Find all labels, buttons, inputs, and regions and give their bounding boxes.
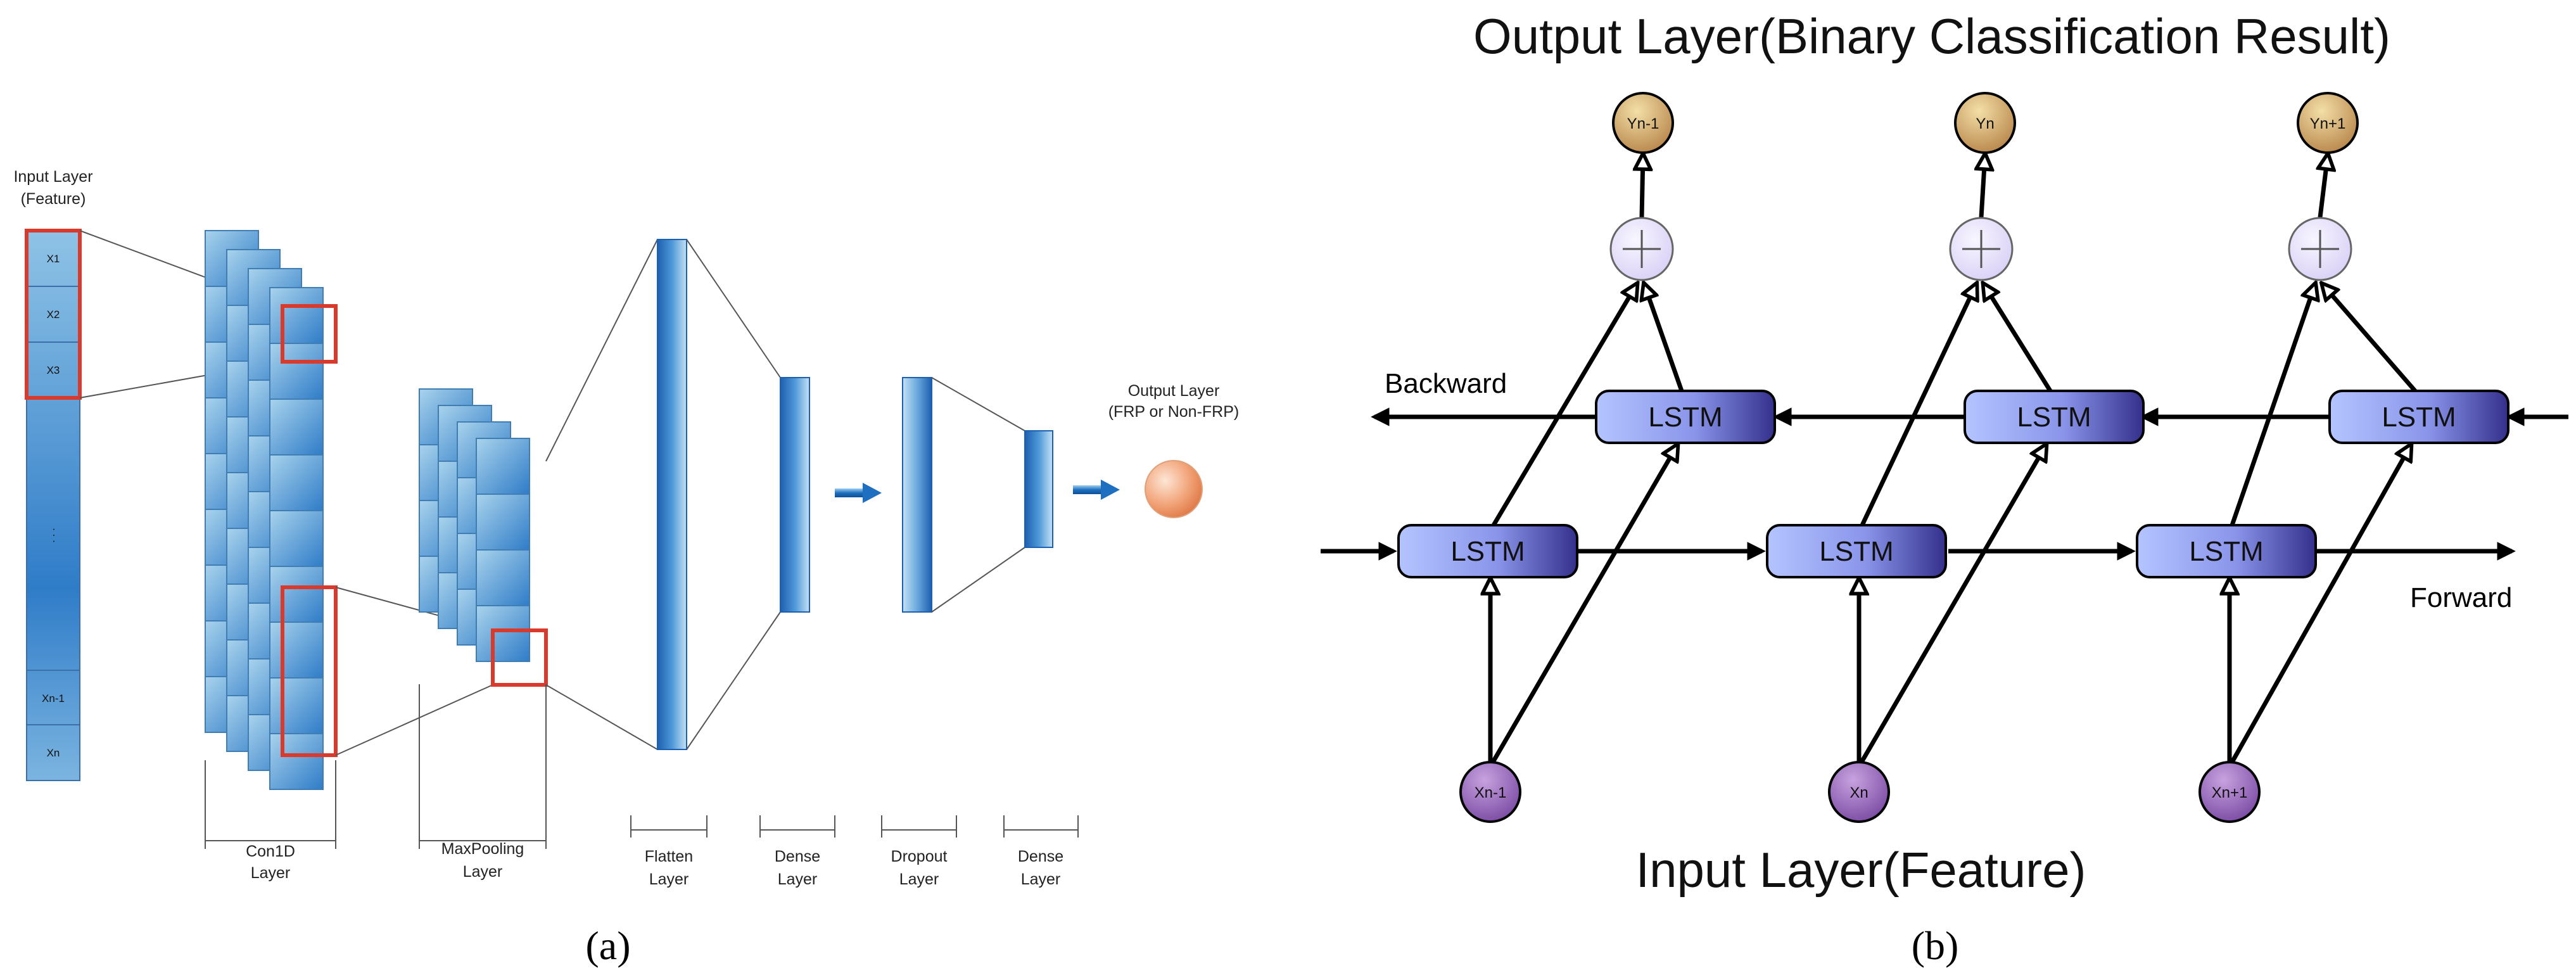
- conv-highlight-box: [281, 304, 338, 364]
- flatten-layer-label-2: Layer: [649, 870, 689, 888]
- output-node-label: Yn: [1976, 115, 1994, 132]
- panel-a: Input Layer (Feature) X1 X2 X3 Xn-1 Xn .…: [13, 168, 1239, 968]
- lstm-forward-cell: [1397, 524, 1578, 578]
- connector-line: [335, 684, 493, 756]
- lstm-backward-label: LSTM: [2017, 402, 2091, 433]
- connector-line: [545, 239, 658, 462]
- input-node-label: Xn+1: [2212, 784, 2248, 801]
- connector-line: [686, 239, 781, 378]
- dense-2-layer-label-2: Layer: [1021, 870, 1061, 888]
- output-layer-label: Output Layer: [1128, 382, 1220, 400]
- input-to-backward-arrow: [1859, 445, 2046, 763]
- conv-feature-map: [269, 287, 324, 790]
- dense-2-layer-label: Dense: [1018, 848, 1063, 865]
- input-cell-xn-1: Xn-1: [42, 692, 65, 704]
- dense-layer-label-2: Layer: [778, 870, 818, 888]
- maxpooling-stack: [419, 388, 548, 687]
- lstm-forward-cell: [2136, 524, 2317, 578]
- backward-label: Backward: [1385, 368, 1507, 399]
- panel-a-caption: (a): [585, 923, 630, 968]
- input-to-backward-arrow: [2230, 445, 2411, 763]
- flatten-layer-label: Flatten: [645, 848, 693, 865]
- forward-to-sum-arrow: [1491, 284, 1637, 526]
- lstm-backward-cell: [1964, 390, 2145, 444]
- lstm-backward-label: LSTM: [1648, 402, 1722, 433]
- layer-brackets: [205, 684, 1079, 849]
- dropout-layer-label: Dropout: [891, 848, 948, 865]
- backward-to-sum-arrow: [1984, 284, 2052, 392]
- input-node-x: [1459, 761, 1521, 823]
- pipe-arrow: [835, 483, 882, 503]
- input-layer-title: Input Layer(Feature): [1635, 842, 2086, 898]
- dropout-layer-bar: [902, 377, 932, 613]
- lstm-backward-cell: [1595, 390, 1776, 444]
- sum-to-output-arrow: [1642, 155, 1643, 218]
- output-node: [1145, 460, 1203, 518]
- input-cell-xn: Xn: [47, 747, 60, 759]
- panel-b: Output Layer(Binary Classification Resul…: [1321, 8, 2568, 968]
- pool-layer-label-2: Layer: [463, 863, 503, 881]
- connector-line: [931, 377, 1025, 431]
- conv1d-stack: [205, 230, 338, 790]
- lstm-backward-cell: [2328, 390, 2509, 444]
- input-node-x: [1828, 761, 1890, 823]
- input-node-x: [2198, 761, 2261, 823]
- input-cell-x2: X2: [47, 309, 60, 321]
- output-node-label: Yn-1: [1627, 115, 1659, 132]
- dropout-layer-label-2: Layer: [899, 870, 939, 888]
- flatten-layer-bar: [657, 239, 687, 750]
- dense-layer-2-bar: [1024, 430, 1053, 548]
- connector-line: [686, 611, 781, 750]
- output-node-y: [1954, 92, 2016, 154]
- input-layer-label: Input Layer: [13, 168, 92, 186]
- pipe-arrow: [1073, 480, 1120, 500]
- lstm-forward-cell: [1766, 524, 1947, 578]
- conv-highlight-box: [281, 585, 338, 757]
- connector-line: [545, 684, 658, 750]
- output-layer-title: Output Layer(Binary Classification Resul…: [1473, 8, 2390, 64]
- panel-b-caption: (b): [1912, 923, 1959, 968]
- lstm-backward-label: LSTM: [2382, 402, 2456, 433]
- backward-to-sum-arrow: [1644, 284, 1684, 392]
- connector-line: [931, 547, 1025, 613]
- input-node-label: Xn-1: [1475, 784, 1507, 801]
- output-node-label: Yn+1: [2310, 115, 2346, 132]
- dense-layer-label: Dense: [775, 848, 820, 865]
- input-ellipsis: . . .: [51, 528, 63, 543]
- input-highlight-box: [25, 229, 82, 400]
- dense-layer-bar: [780, 377, 810, 613]
- input-column: X1 X2 X3 Xn-1 Xn . . .: [25, 229, 82, 781]
- lstm-forward-label: LSTM: [1450, 536, 1525, 567]
- output-node-y: [1612, 92, 1674, 154]
- forward-label: Forward: [2410, 582, 2512, 613]
- sum-to-output-arrow: [2320, 155, 2328, 218]
- input-cell-x1: X1: [47, 253, 60, 265]
- conv-layer-label-2: Layer: [251, 864, 291, 882]
- input-to-backward-arrow: [1490, 445, 1677, 763]
- pool-layer-label: MaxPooling: [441, 840, 524, 858]
- pool-highlight-box: [491, 628, 548, 687]
- conv-layer-label: Con1D: [246, 843, 295, 860]
- output-node-y: [2297, 92, 2359, 154]
- backward-to-sum-arrow: [2323, 284, 2417, 393]
- forward-to-sum-arrow: [1860, 284, 1976, 526]
- lstm-forward-label: LSTM: [1819, 536, 1893, 567]
- output-layer-sublabel: (FRP or Non-FRP): [1108, 403, 1240, 421]
- input-cell-x3: X3: [47, 364, 60, 376]
- lstm-forward-label: LSTM: [2189, 536, 2263, 567]
- input-node-label: Xn: [1850, 784, 1868, 801]
- sum-to-output-arrow: [1981, 155, 1985, 218]
- pool-feature-map: [476, 438, 530, 662]
- forward-to-sum-arrow: [2230, 284, 2315, 526]
- input-layer-sublabel: (Feature): [21, 190, 86, 208]
